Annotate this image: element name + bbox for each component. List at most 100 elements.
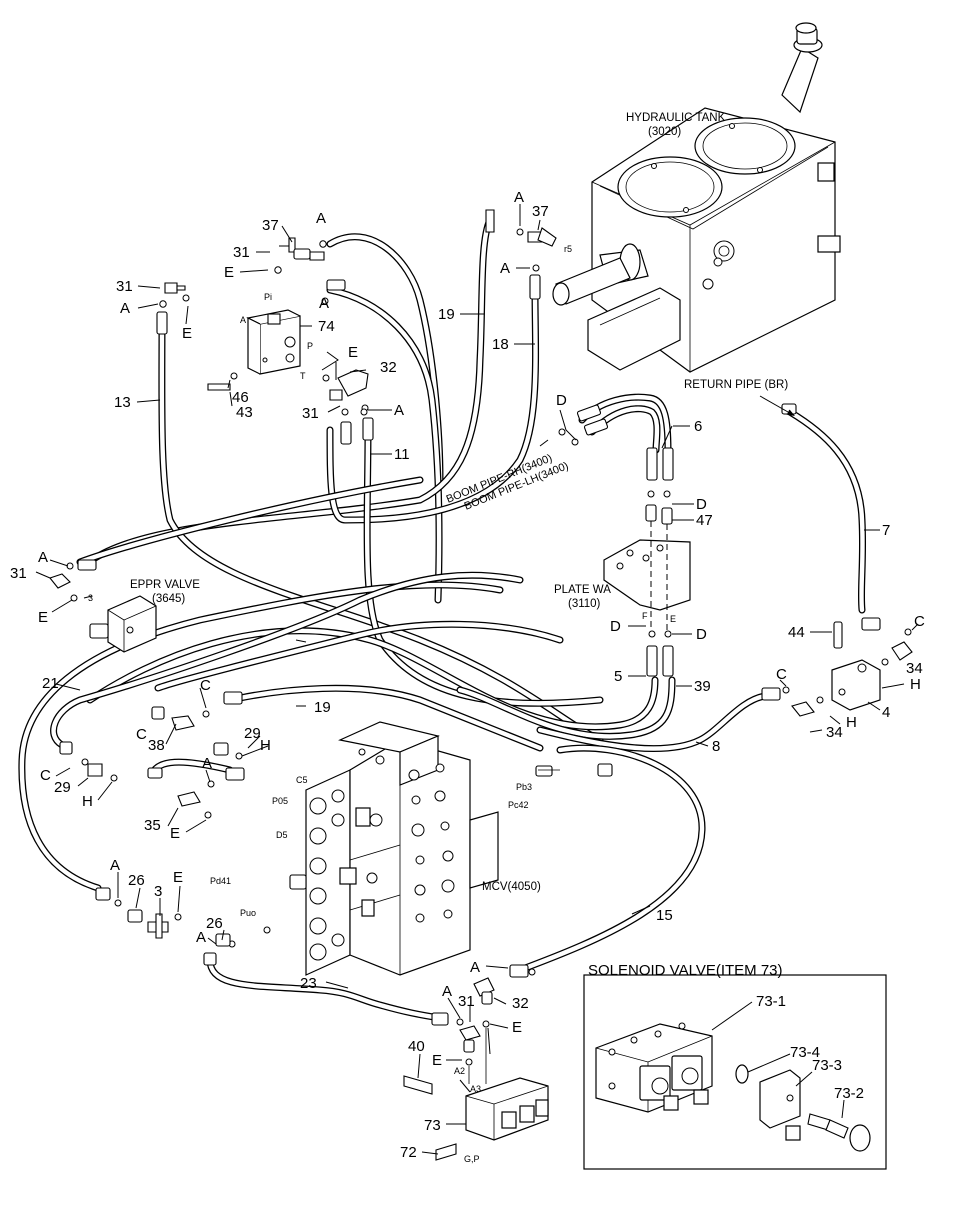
- port-d5: D5: [276, 830, 288, 840]
- callout-3: 3: [154, 883, 162, 900]
- callout-38: 38: [148, 737, 165, 754]
- callout-a-under: A: [319, 295, 329, 312]
- callout-8: 8: [712, 738, 720, 755]
- callout-74: 74: [318, 318, 335, 335]
- callout-43: 43: [236, 404, 253, 421]
- callout-31-mid: 31: [302, 405, 319, 422]
- return-pipe-label: RETURN PIPE (BR): [684, 379, 788, 391]
- callout-21: 21: [42, 675, 59, 692]
- solenoid-detail-title: SOLENOID VALVE(ITEM 73): [588, 962, 783, 979]
- callout-e-left: E: [182, 325, 192, 342]
- fittings: [49, 209, 913, 1161]
- callout-a-eppr: A: [38, 549, 48, 566]
- callout-73-4: 73-4: [790, 1044, 820, 1061]
- port-puo: Puo: [240, 908, 256, 918]
- eppr-valve-number: (3645): [152, 593, 185, 605]
- plate-wa-number: (3110): [568, 598, 601, 610]
- callout-e-right: E: [348, 344, 358, 361]
- callout-d-boom: D: [556, 392, 567, 409]
- callout-73-3: 73-3: [812, 1057, 842, 1074]
- mcv-main-control-valve: [289, 721, 613, 976]
- callout-37-tank: 37: [532, 203, 549, 220]
- callout-h-left: H: [260, 737, 271, 754]
- callout-44: 44: [788, 624, 805, 641]
- callout-29-left: 29: [54, 779, 71, 796]
- mcv-label: MCV(4050): [482, 881, 541, 893]
- hydraulic-tank-number: (3020): [648, 126, 681, 138]
- callout-23: 23: [300, 975, 317, 992]
- plate-wa-label: PLATE WA: [554, 584, 611, 596]
- port-t: T: [300, 371, 306, 381]
- callout-c-right: C: [914, 613, 925, 630]
- callout-a-bottom-2: A: [196, 929, 206, 946]
- port-e-plate: E: [670, 614, 676, 624]
- callout-26-mid: 26: [206, 915, 223, 932]
- port-p: P: [307, 341, 313, 351]
- callout-32-top: 32: [380, 359, 397, 376]
- callouts: 37 A 31 E 31 A E 74 E 32 46 43 31 A A 13…: [10, 189, 925, 1161]
- callout-d-plate-1: D: [610, 618, 621, 635]
- callout-c-mid: C: [776, 666, 787, 683]
- callout-39: 39: [694, 678, 711, 695]
- callout-72: 72: [400, 1144, 417, 1161]
- callout-h-right: H: [910, 676, 921, 693]
- callout-6: 6: [694, 418, 702, 435]
- port-pi: Pi: [264, 292, 272, 302]
- callout-19-top: 19: [438, 306, 455, 323]
- callout-26-left: 26: [128, 872, 145, 889]
- callout-35: 35: [144, 817, 161, 834]
- callout-7: 7: [882, 522, 890, 539]
- callout-a-bottom-3: A: [470, 959, 480, 976]
- callout-5: 5: [614, 668, 622, 685]
- callout-73-1: 73-1: [756, 993, 786, 1010]
- hydraulic-tank-label: HYDRAULIC TANK: [626, 112, 726, 124]
- callout-d-plate-2: D: [696, 626, 707, 643]
- callout-73-2: 73-2: [834, 1085, 864, 1102]
- hydraulic-tank: HYDRAULIC TANK (3020): [552, 22, 841, 373]
- callout-a-bottom-1: A: [110, 857, 120, 874]
- callout-34-mid: 34: [826, 724, 843, 741]
- callout-19-bottom: 19: [314, 699, 331, 716]
- callout-32-bottom: 32: [512, 995, 529, 1012]
- hose-network: [18, 216, 867, 1022]
- callout-34-right: 34: [906, 660, 923, 677]
- solenoid-detail-box: SOLENOID VALVE(ITEM 73): [583, 962, 887, 1170]
- callout-37-top: 37: [262, 217, 279, 234]
- port-eppr-3: 3: [88, 593, 93, 603]
- callout-47: 47: [696, 512, 713, 529]
- port-a2: A2: [454, 1066, 465, 1076]
- port-f: F: [642, 611, 648, 621]
- callout-e-bottom-1: E: [173, 869, 183, 886]
- callout-e-bottom-2: E: [512, 1019, 522, 1036]
- callout-11: 11: [394, 446, 410, 463]
- eppr-valve-label: EPPR VALVE: [130, 579, 200, 591]
- callout-31-eppr: 31: [10, 565, 27, 582]
- callout-e-top: E: [224, 264, 234, 281]
- callout-31-top: 31: [233, 244, 250, 261]
- callout-73: 73: [424, 1117, 441, 1134]
- callout-a-tank-2: A: [500, 260, 510, 277]
- port-c5: C5: [296, 775, 308, 785]
- callout-13: 13: [114, 394, 131, 411]
- leader-lines: [35, 204, 919, 1155]
- callout-40: 40: [408, 1038, 425, 1055]
- callout-h-left-2: H: [82, 793, 93, 810]
- port-pc42: Pc42: [508, 800, 529, 810]
- port-a: A: [240, 315, 246, 325]
- callout-h-mid: H: [846, 714, 857, 731]
- port-pb3: Pb3: [516, 782, 532, 792]
- callout-4: 4: [882, 704, 890, 721]
- callout-d-up: D: [696, 496, 707, 513]
- callout-31-left: 31: [116, 278, 133, 295]
- callout-e-left-2: E: [170, 825, 180, 842]
- callout-31-bottom: 31: [458, 993, 475, 1010]
- callout-a-bottom-4: A: [442, 983, 452, 1000]
- callout-c-left-3: C: [40, 767, 51, 784]
- callout-c-left-2: C: [136, 726, 147, 743]
- callout-a-left: A: [120, 300, 130, 317]
- callout-18: 18: [492, 336, 509, 353]
- callout-15: 15: [656, 907, 673, 924]
- callout-46: 46: [232, 389, 249, 406]
- port-gp: G,P: [464, 1154, 480, 1164]
